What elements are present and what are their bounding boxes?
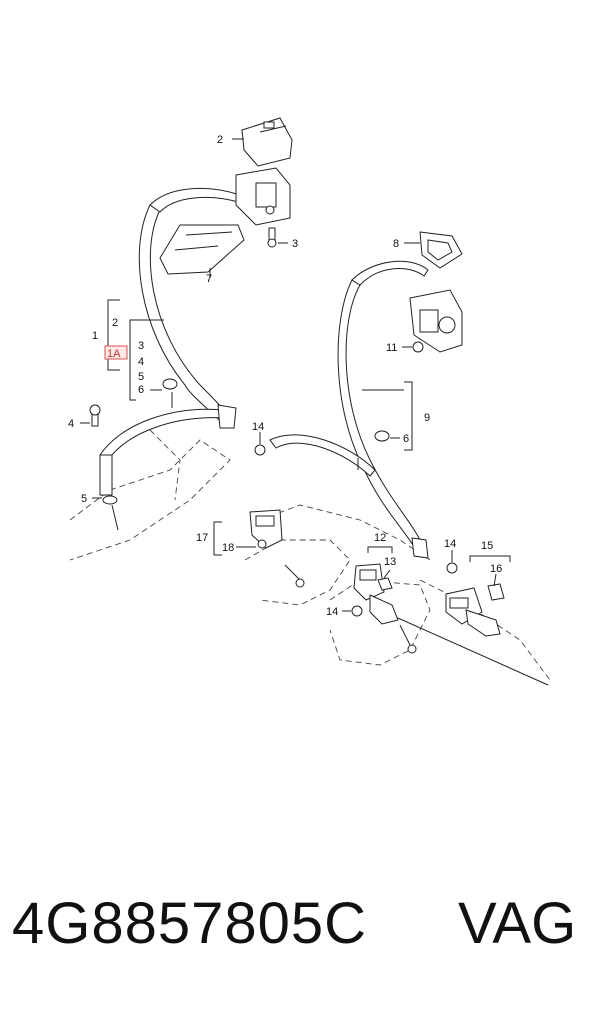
callout-2: 2: [217, 134, 223, 146]
buckle-15: [445, 555, 511, 637]
callout-9: 9: [424, 412, 430, 424]
bolt-4: [80, 404, 101, 427]
callout-6-left: 6: [138, 384, 144, 396]
callout-14-middle: 14: [326, 606, 338, 618]
callout-8: 8: [393, 238, 399, 250]
rear-seat-belt: [269, 260, 429, 559]
callout-18: 18: [222, 542, 234, 554]
seat-belt-exploded-diagram: 2 3 7 1 2 1A 3 4 5 6 4 5 8 11 9 6 14 17 …: [68, 117, 551, 686]
callout-16: 16: [490, 563, 502, 575]
callout-12: 12: [374, 532, 386, 544]
callout-15: 15: [481, 540, 493, 552]
callout-14-right: 14: [444, 538, 456, 550]
callout-14-upper: 14: [252, 421, 264, 433]
callout-17: 17: [196, 532, 208, 544]
callout-6-right: 6: [403, 433, 409, 445]
callout-bracket-9: [362, 381, 413, 451]
callout-13: 13: [384, 556, 396, 568]
nut-14-right: [446, 550, 458, 574]
callout-3-sub: 3: [138, 340, 144, 352]
floor-outline: [69, 429, 551, 686]
nut-11: [402, 341, 424, 353]
callout-11: 11: [386, 342, 397, 354]
plug-6-left: [150, 378, 178, 408]
callout-4: 4: [68, 418, 74, 430]
bolt-3: [267, 227, 288, 248]
callout-4-sub: 4: [138, 356, 144, 368]
nut-14-middle: [342, 605, 363, 617]
nut-14-upper: [254, 432, 266, 456]
brand-label: VAG: [458, 891, 577, 956]
buckle-12: [353, 546, 417, 654]
callout-1: 1: [92, 330, 98, 342]
callout-3-bolt: 3: [292, 238, 298, 250]
part-number: 4G8857805C: [12, 891, 368, 956]
callout-5: 5: [81, 493, 87, 505]
callout-2-sub: 2: [112, 317, 118, 329]
part-8-guide: [404, 231, 463, 269]
part-2-cover: [232, 117, 293, 167]
washer-5: [92, 454, 119, 531]
buckle-17: [213, 509, 305, 588]
footer: 4G8857805C VAG: [0, 890, 600, 980]
callout-bracket-1: [104, 299, 164, 401]
part-7-trim: [159, 224, 245, 278]
rear-retractor: [409, 289, 463, 353]
front-seat-belt: [99, 187, 241, 461]
callout-5-sub: 5: [138, 371, 144, 383]
callout-7: 7: [206, 273, 212, 285]
upper-anchor-bracket: [235, 167, 291, 226]
plug-6-right: [357, 430, 400, 470]
callout-1a: 1A: [107, 348, 121, 360]
